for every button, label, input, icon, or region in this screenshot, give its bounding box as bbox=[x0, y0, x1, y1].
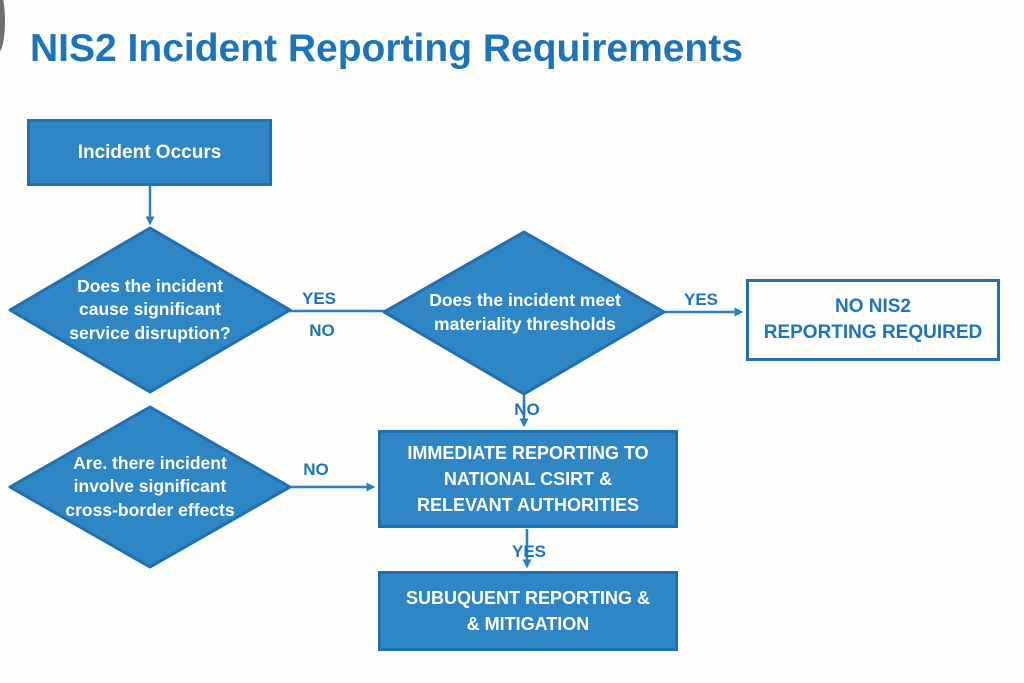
diamond-cross-border-label: Are. there incident involve significant … bbox=[65, 452, 235, 520]
node-subsequent-reporting: SUBUQUENT REPORTING & & MITIGATION bbox=[378, 571, 678, 651]
edge-label-crossborder-no: NO bbox=[303, 460, 329, 479]
edge-label-disruption-no: NO bbox=[309, 321, 335, 340]
diamond-cross-border bbox=[8, 405, 292, 569]
scan-artifact bbox=[0, 0, 5, 52]
edge-label-disruption-yes: YES bbox=[301, 289, 337, 308]
edge-label-immediate-yes: YES bbox=[511, 542, 547, 561]
diamond-service-disruption-label: Does the incident cause significant serv… bbox=[69, 275, 231, 343]
diamond-service-disruption bbox=[8, 226, 292, 394]
edge-label-materiality-yes: YES bbox=[683, 290, 719, 309]
diamond-materiality-thresholds-label: Does the incident meet materiality thres… bbox=[429, 290, 621, 334]
diamond-materiality-thresholds bbox=[382, 230, 666, 396]
page-title: NIS2 Incident Reporting Requirements bbox=[30, 27, 743, 70]
node-incident-occurs: Incident Occurs bbox=[27, 119, 272, 186]
node-immediate-reporting: IMMEDIATE REPORTING TO NATIONAL CSIRT & … bbox=[378, 430, 678, 528]
node-no-nis2-reporting-required: NO NIS2 REPORTING REQUIRED bbox=[746, 279, 1000, 361]
edge-label-materiality-no: NO bbox=[514, 400, 540, 419]
